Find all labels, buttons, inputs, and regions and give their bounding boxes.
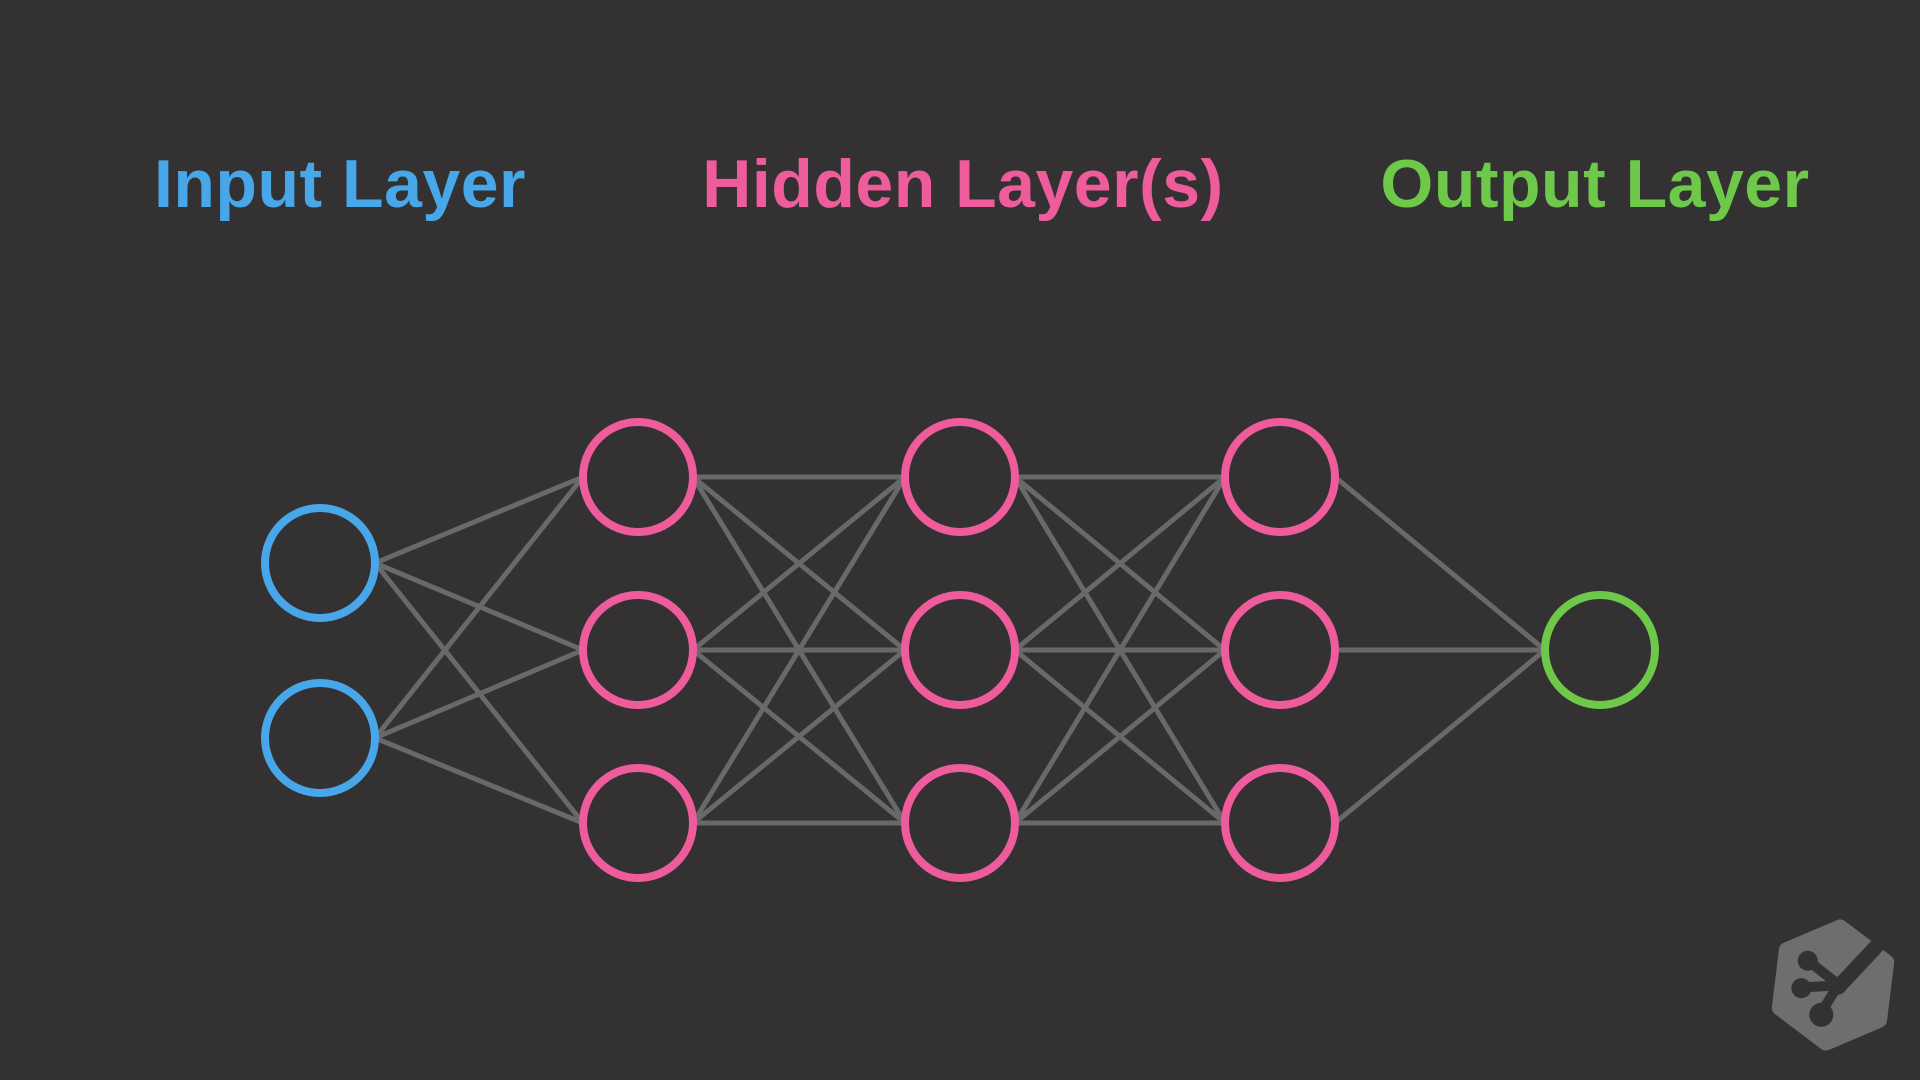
hidden-2-node-3 — [901, 764, 1019, 882]
input-layer-label: Input Layer — [154, 146, 526, 222]
hidden-1-node-1 — [579, 418, 697, 536]
edge-input-to-hidden-1 — [374, 474, 584, 566]
brand-logo — [1771, 919, 1895, 1051]
network-nodes — [261, 418, 1659, 882]
hidden-3-node-1 — [1221, 418, 1339, 536]
edge-hidden-1-to-hidden-2 — [691, 475, 907, 652]
hidden-2-node-2 — [901, 591, 1019, 709]
hidden-1-node-2 — [579, 591, 697, 709]
hidden-layer-label: Hidden Layer(s) — [702, 146, 1224, 222]
output-node-1 — [1541, 591, 1659, 709]
hidden-1-node-3 — [579, 764, 697, 882]
hidden-3-node-3 — [1221, 764, 1339, 882]
edge-input-to-hidden-1 — [374, 735, 584, 826]
logo-frog-foot-icon — [1791, 929, 1893, 1027]
output-layer-label: Output Layer — [1380, 146, 1810, 222]
edge-hidden-2-to-hidden-3 — [1012, 475, 1228, 825]
edge-hidden-3-to-output — [1333, 475, 1547, 652]
edge-hidden-2-to-hidden-3 — [1013, 475, 1227, 652]
input-node-1 — [261, 504, 379, 622]
network-edges — [373, 474, 1547, 826]
edge-hidden-1-to-hidden-2 — [690, 475, 908, 825]
edge-hidden-2-to-hidden-3 — [1013, 648, 1227, 825]
edge-input-to-hidden-1 — [374, 647, 584, 741]
edge-hidden-1-to-hidden-2 — [691, 648, 907, 825]
input-node-2 — [261, 679, 379, 797]
hidden-2-node-1 — [901, 418, 1019, 536]
hidden-3-node-2 — [1221, 591, 1339, 709]
edge-hidden-3-to-output — [1333, 648, 1547, 825]
edge-input-to-hidden-1 — [373, 475, 585, 740]
